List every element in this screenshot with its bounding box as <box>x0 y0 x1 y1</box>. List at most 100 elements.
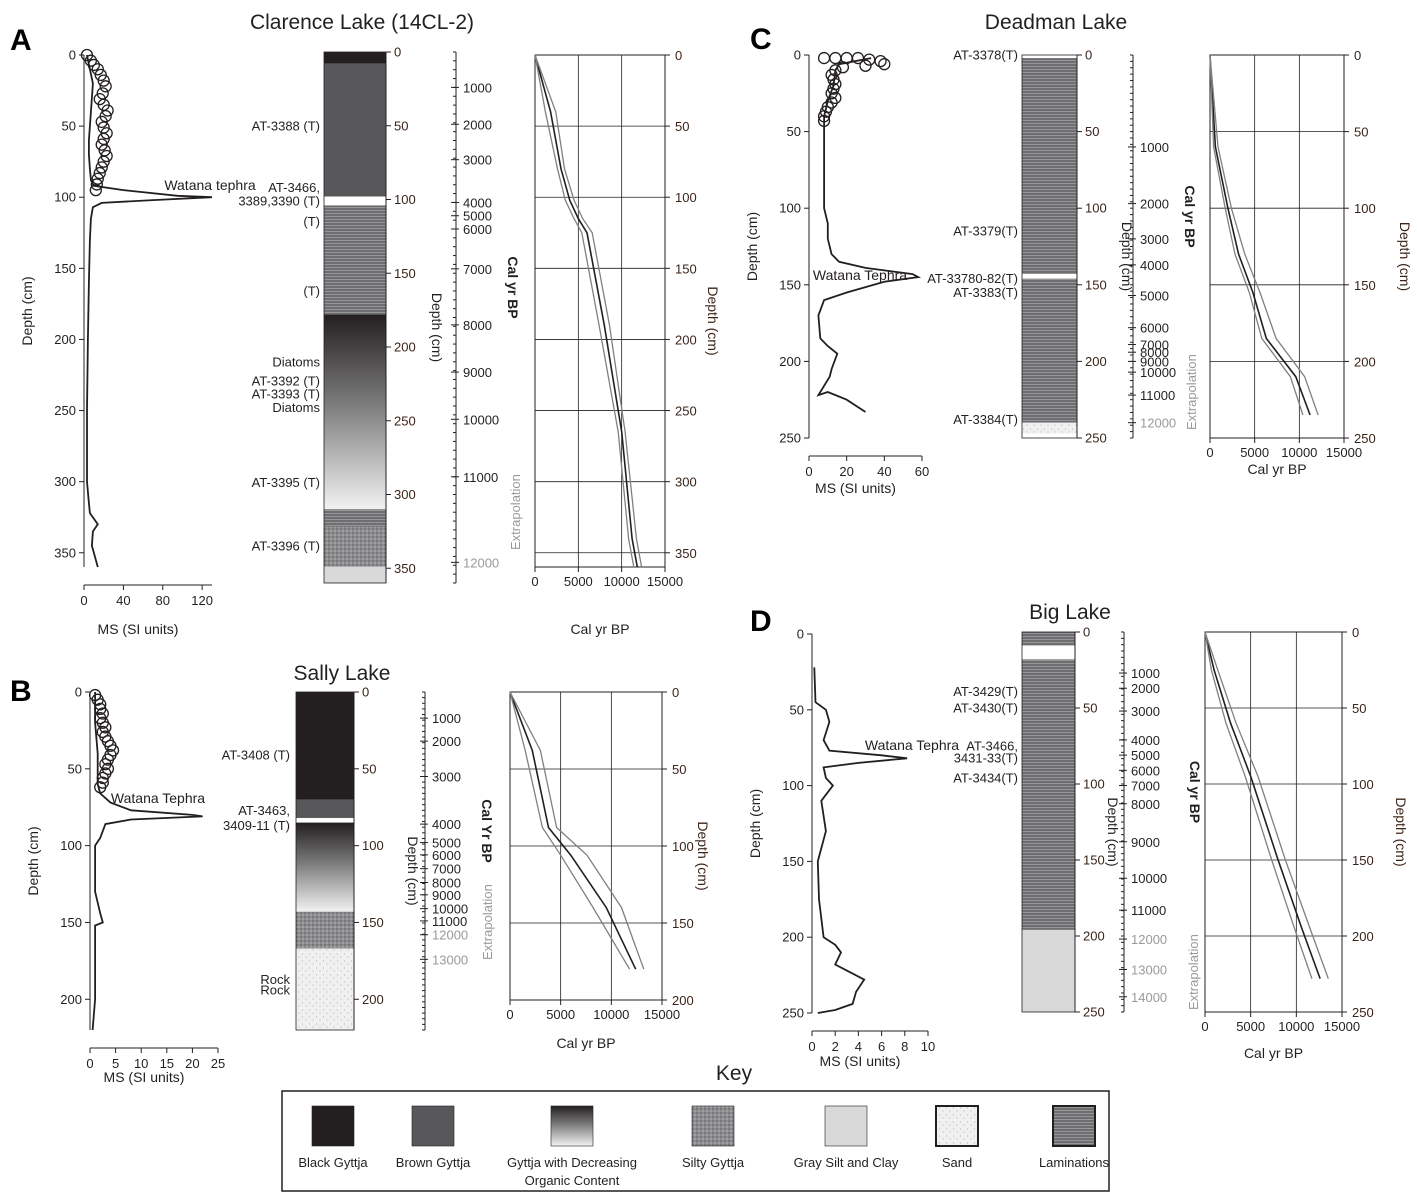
lithology-unit-brown <box>324 63 386 197</box>
key-label: Gyttja with Decreasing <box>507 1155 637 1170</box>
ms-data-point <box>100 127 113 140</box>
age-model-y-tick-label: 50 <box>672 762 686 777</box>
ms-x-axis-label: MS (SI units) <box>104 1069 185 1085</box>
age-model-median-line <box>1209 54 1311 416</box>
tephra-annotation: Watana tephra <box>164 177 256 193</box>
sample-label: Rock <box>260 972 290 987</box>
ms-data-point <box>97 155 110 168</box>
extrapolation-label: Extrapolation <box>1184 354 1199 430</box>
sample-label: AT-3395 (T) <box>252 475 320 490</box>
age-model-y-tick-label: 0 <box>1352 625 1359 640</box>
age-model-y-tick-label: 100 <box>675 190 697 205</box>
ms-data-point <box>100 149 113 163</box>
sample-label: AT-3408 (T) <box>222 747 290 762</box>
age-model-x-tick-label: 15000 <box>644 1007 680 1022</box>
ms-y-tick-label: 300 <box>54 474 76 489</box>
key-swatch-silty <box>691 1105 735 1147</box>
ms-x-tick-label: 4 <box>855 1039 862 1054</box>
age-axis-label: Cal yr BP <box>505 256 521 318</box>
age-tick-label: 11000 <box>463 470 498 485</box>
age-tick-label: 9000 <box>1140 354 1169 369</box>
lithology-unit-organic <box>324 314 386 510</box>
ms-x-tick-label: 40 <box>877 464 891 479</box>
lithology-unit-brown <box>296 799 354 818</box>
lithology-unit-white <box>1022 55 1077 59</box>
lithology-depth-label: Depth (cm) <box>405 836 421 905</box>
sample-label: AT-3434(T) <box>953 770 1018 785</box>
age-model-x-tick-label: 5000 <box>564 574 593 589</box>
age-model-y-tick-label: 50 <box>675 119 689 134</box>
ms-x-axis-label: MS (SI units) <box>98 621 179 637</box>
lithology-unit-laminations <box>1022 58 1077 275</box>
age-tick-label: 3000 <box>1140 232 1169 247</box>
age-model-frame <box>534 54 666 568</box>
age-tick-label: 8000 <box>432 876 461 891</box>
ms-y-tick-label: 200 <box>782 930 804 945</box>
sample-label: 3389,3390 (T) <box>238 193 320 208</box>
age-model-y-tick-label: 100 <box>1352 777 1374 792</box>
sample-label: AT-3384(T) <box>953 412 1018 427</box>
key-swatch-organic <box>550 1105 594 1147</box>
age-model-range-line <box>1204 631 1313 979</box>
sample-label: Diatoms <box>272 400 320 415</box>
tephra-annotation: Watana Tephra <box>813 267 907 283</box>
lithology-unit-black <box>324 52 386 64</box>
age-tick-label: 6000 <box>432 848 461 863</box>
lithology-unit-silty <box>296 927 354 949</box>
age-model-range-line <box>1209 54 1319 416</box>
ms-data-point <box>878 58 891 71</box>
ms-y-tick-label: 250 <box>779 431 801 446</box>
age-tick-label: 5000 <box>1140 289 1169 304</box>
age-model-x-axis-label: Cal yr BP <box>1244 1045 1303 1061</box>
age-model-y-tick-label: 150 <box>1352 853 1374 868</box>
age-model-median-line <box>509 691 637 970</box>
lithology-depth-tick-label: 50 <box>1083 701 1097 716</box>
lithology-depth-tick-label: 0 <box>394 45 401 60</box>
age-model-y-tick-label: 350 <box>675 546 697 561</box>
age-tick-label: 11000 <box>1131 903 1166 918</box>
sample-label: (T) <box>303 283 320 298</box>
sample-label: AT-3378(T) <box>953 48 1018 63</box>
age-tick-label: 3000 <box>463 153 492 168</box>
key-label: Laminations <box>1039 1155 1110 1170</box>
age-tick-label: 11000 <box>1140 388 1175 403</box>
sample-label: AT-3379(T) <box>953 224 1018 239</box>
age-model-y-tick-label: 200 <box>675 332 697 347</box>
ms-y-tick-label: 0 <box>75 685 82 700</box>
age-tick-label: 9000 <box>432 888 461 903</box>
lithology-depth-tick-label: 100 <box>362 838 384 853</box>
tephra-annotation: Watana Tephra <box>865 737 959 753</box>
ms-data-point <box>97 74 110 87</box>
lithology-depth-tick-label: 100 <box>1085 201 1107 216</box>
ms-x-tick-label: 8 <box>901 1039 908 1054</box>
lithology-unit-organic <box>296 822 354 912</box>
lithology-unit-laminations <box>1022 659 1075 930</box>
lithology-unit-laminations <box>1022 632 1075 646</box>
extrapolation-label: Extrapolation <box>1186 934 1201 1010</box>
ms-y-axis-label: Depth (cm) <box>747 789 763 858</box>
age-model-x-tick-label: 0 <box>531 574 538 589</box>
age-model-y-axis-label: Depth (cm) <box>1397 222 1413 291</box>
tephra-annotation: Watana Tephra <box>111 790 205 806</box>
ms-x-axis-label: MS (SI units) <box>820 1053 901 1069</box>
age-model-range-line <box>1209 54 1304 416</box>
sample-label: AT-3383(T) <box>953 285 1018 300</box>
ms-x-tick-label: 120 <box>191 593 213 608</box>
ms-data-point <box>94 698 107 711</box>
ms-x-axis-label: MS (SI units) <box>815 480 896 496</box>
age-model-x-tick-label: 5000 <box>1240 445 1269 460</box>
age-model-median-line <box>1204 631 1321 979</box>
key-label: Black Gyttja <box>298 1155 368 1170</box>
age-model-y-tick-label: 250 <box>1352 1005 1374 1020</box>
ms-x-tick-label: 10 <box>921 1039 935 1054</box>
age-tick-label: 6000 <box>463 222 492 237</box>
lithology-unit-silty <box>296 911 354 928</box>
ms-data-point <box>836 61 850 74</box>
key-swatch-sand <box>935 1105 979 1147</box>
age-model-x-axis-label: Cal yr BP <box>570 621 629 637</box>
age-model-range-line <box>509 691 645 970</box>
ms-x-tick-label: 20 <box>839 464 853 479</box>
